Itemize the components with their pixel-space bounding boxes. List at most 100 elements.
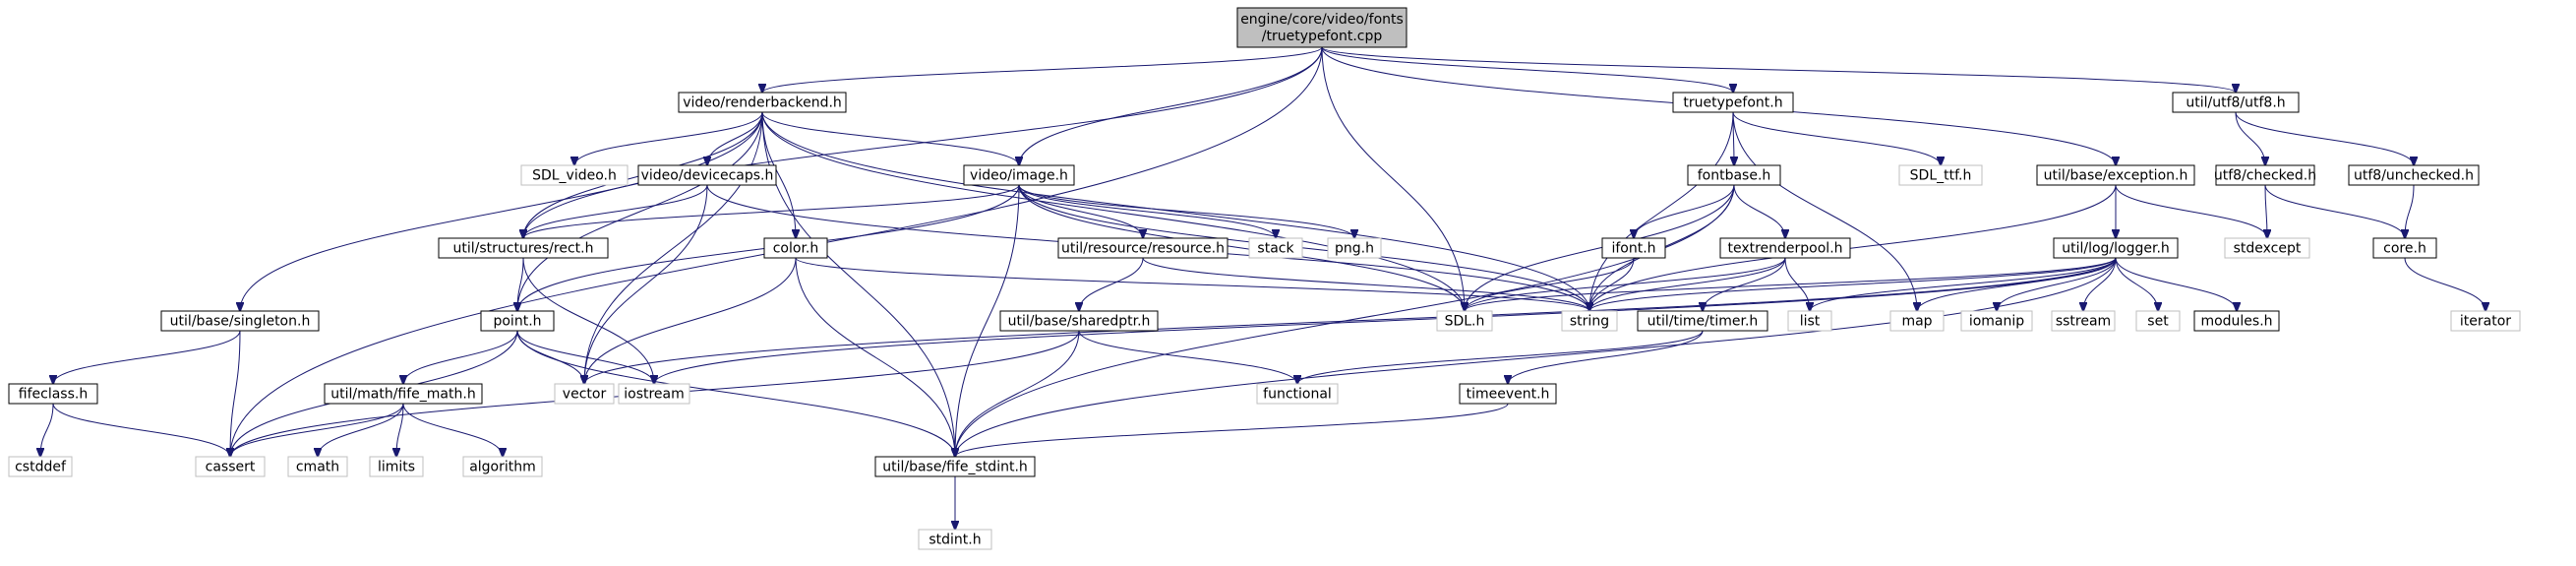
node-box-cstddef [8,456,73,477]
node-fontbase[interactable]: fontbase.h [1687,164,1781,186]
node-root[interactable]: engine/core/video/fonts/truetypefont.cpp [1236,7,1408,48]
edge-fife_math-to-algorithm [402,403,503,457]
node-label-sstream: sstream [2056,314,2111,330]
edge-rect-to-iostream [522,257,654,384]
edge-image-to-resource [1018,184,1143,238]
node-core[interactable]: core.h [2372,237,2437,259]
edge-point-to-fife_math [403,330,518,384]
edge-exception-to-stdexcept [2115,184,2267,238]
edge-resource-to-string [1142,257,1589,311]
edge-logger-to-sdl_h [1465,257,2117,311]
node-label-truetypefont_h: truetypefont.h [1683,95,1782,111]
edge-logger-to-vector [584,257,2117,384]
node-label-vector: vector [563,387,607,403]
node-box-fife_math [324,383,483,405]
node-box-algorithm [462,456,543,477]
node-singleton[interactable]: util/base/singleton.h [160,310,320,332]
node-renderbackend[interactable]: video/renderbackend.h [678,92,847,113]
node-timer[interactable]: util/time/timer.h [1637,310,1768,332]
node-ifont[interactable]: ifont.h [1601,237,1666,259]
edge-root-to-sdl_h [1321,46,1465,311]
node-label-renderbackend: video/renderbackend.h [683,95,842,111]
node-label-core: core.h [2383,241,2426,257]
node-label-functional: functional [1263,387,1332,403]
node-truetypefont_h[interactable]: truetypefont.h [1672,92,1794,113]
edges-layer [40,46,2486,530]
edge-checked-to-core [2264,184,2405,238]
edge-core-to-iterator [2404,257,2486,311]
node-functional: functional [1256,383,1339,405]
node-rect[interactable]: util/structures/rect.h [438,237,609,259]
node-devicecaps[interactable]: video/devicecaps.h [637,164,777,186]
node-box-sstream [2051,310,2116,332]
node-checked[interactable]: utf8/checked.h [2214,164,2316,186]
node-cassert: cassert [195,456,266,477]
node-unchecked[interactable]: utf8/unchecked.h [2348,164,2480,186]
node-box-sdl_video [520,164,629,186]
edge-point-to-vector [516,330,584,384]
node-label-cassert: cassert [206,460,256,475]
node-box-renderbackend [678,92,847,113]
node-sdl_video: SDL_video.h [520,164,629,186]
edge-color-to-string [795,257,1589,311]
node-box-rect [438,237,609,259]
node-box-fifeclass [8,383,98,405]
node-textrenderpool[interactable]: textrenderpool.h [1719,237,1851,259]
node-label-iterator: iterator [2460,314,2511,330]
node-logger[interactable]: util/log/logger.h [2053,237,2179,259]
node-label-color: color.h [773,241,819,257]
edge-renderbackend-to-point [517,111,763,311]
edge-logger-to-sstream [2083,257,2117,311]
node-box-resource [1057,237,1228,259]
node-box-timer [1637,310,1768,332]
node-box-sharedptr [999,310,1159,332]
node-point[interactable]: point.h [480,310,555,332]
node-resource[interactable]: util/resource/resource.h [1057,237,1228,259]
node-box-core [2372,237,2437,259]
edge-renderbackend-to-sdl_h [761,111,1465,311]
edge-root-to-rect [523,46,1323,238]
node-image[interactable]: video/image.h [963,164,1075,186]
edge-devicecaps-to-vector [584,184,708,384]
node-label-root: /truetypefont.cpp [1262,29,1383,44]
node-box-map [1889,310,1945,332]
node-box-point [480,310,555,332]
node-cstddef: cstddef [8,456,73,477]
node-box-set [2135,310,2181,332]
node-fife_math[interactable]: util/math/fife_math.h [324,383,483,405]
node-label-exception: util/base/exception.h [2044,168,2188,184]
edge-fife_math-to-cassert [230,403,404,457]
node-exception[interactable]: util/base/exception.h [2036,164,2195,186]
node-box-string [1561,310,1618,332]
node-box-modules [2193,310,2280,332]
node-modules[interactable]: modules.h [2193,310,2280,332]
node-fife_stdint[interactable]: util/base/fife_stdint.h [874,456,1036,477]
node-label-devicecaps: video/devicecaps.h [641,168,774,184]
edge-fife_math-to-cmath [318,403,404,457]
edge-truetypefont_h-to-string [1589,111,1734,311]
node-box-cmath [287,456,348,477]
node-label-ifont: ifont.h [1611,241,1655,257]
node-png: png.h [1327,237,1382,259]
node-iterator: iterator [2450,310,2521,332]
node-stdint: stdint.h [918,529,992,550]
edge-fifeclass-to-cstddef [40,403,54,457]
node-utf8_h[interactable]: util/utf8/utf8.h [2172,92,2300,113]
node-box-iostream [618,383,690,405]
edge-logger-to-iomanip [1997,257,2117,311]
node-sharedptr[interactable]: util/base/sharedptr.h [999,310,1159,332]
node-label-list: list [1800,314,1821,330]
edge-timer-to-functional [1297,330,1704,384]
edge-checked-to-stdexcept [2265,184,2267,238]
node-label-checked: utf8/checked.h [2214,168,2316,184]
node-fifeclass[interactable]: fifeclass.h [8,383,98,405]
edge-utf8_h-to-unchecked [2235,111,2414,165]
node-label-string: string [1570,314,1609,330]
node-sstream: sstream [2051,310,2116,332]
node-timeevent[interactable]: timeevent.h [1459,383,1557,405]
node-box-ifont [1601,237,1666,259]
edge-logger-to-map [1917,257,2117,311]
node-color[interactable]: color.h [763,237,828,259]
node-label-sharedptr: util/base/sharedptr.h [1008,314,1151,330]
edge-image-to-stack [1018,184,1276,238]
